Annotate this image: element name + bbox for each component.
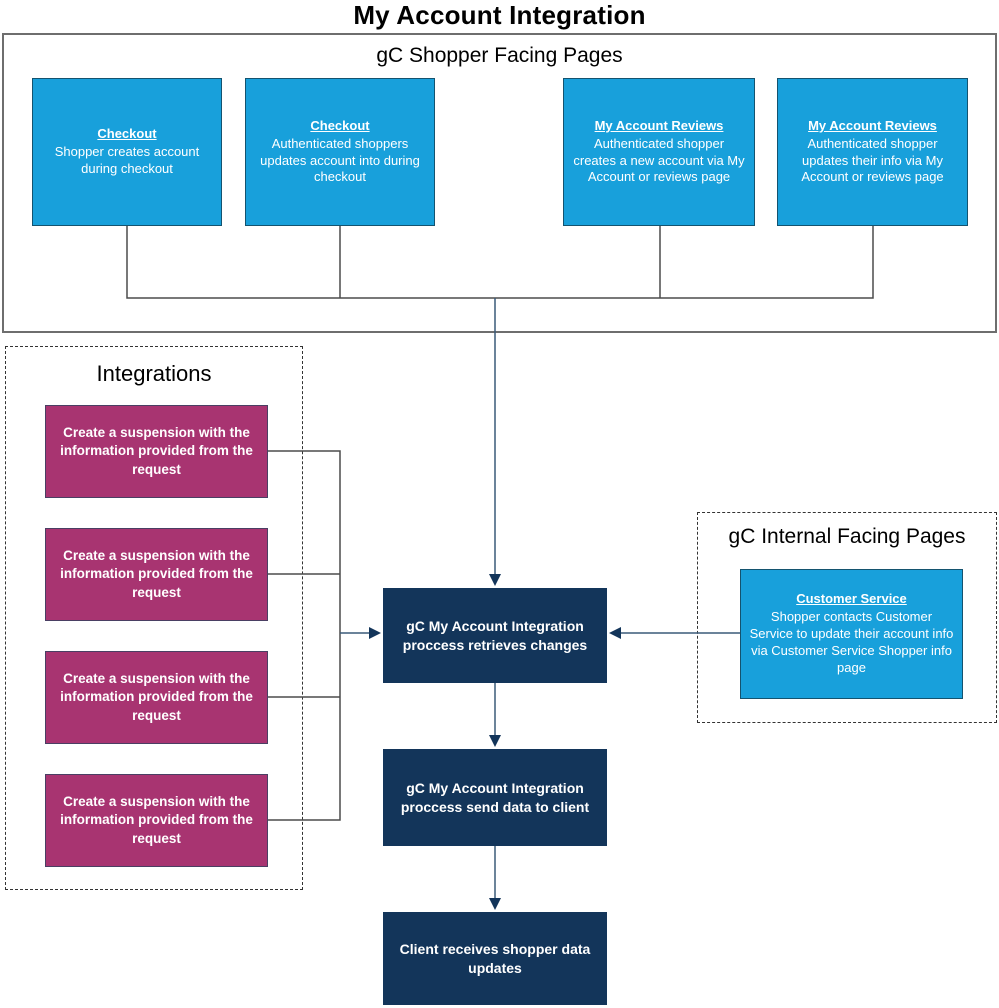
integration-suspension-node-2: Create a suspension with the information… bbox=[45, 528, 268, 621]
integrations-title: Integrations bbox=[96, 361, 212, 386]
client-receives-label: Client receives shopper data updates bbox=[399, 940, 591, 976]
integration-suspension-label-3: Create a suspension with the information… bbox=[60, 671, 253, 723]
checkout-update-heading: Checkout bbox=[310, 117, 370, 133]
process-retrieve-label: gC My Account Integration proccess retri… bbox=[402, 617, 588, 653]
internal-facing-pages-group: gC Internal Facing Pages bbox=[697, 512, 997, 723]
process-send-label: gC My Account Integration proccess send … bbox=[400, 779, 590, 815]
integration-suspension-label-2: Create a suspension with the information… bbox=[60, 548, 253, 600]
shopper-facing-pages-title: gC Shopper Facing Pages bbox=[376, 44, 623, 67]
internal-facing-pages-title: gC Internal Facing Pages bbox=[728, 525, 966, 548]
my-account-reviews-create-heading: My Account Reviews bbox=[594, 117, 724, 133]
arrowhead-down-client bbox=[489, 898, 501, 910]
customer-service-body: Shopper contacts Customer Service to upd… bbox=[749, 609, 954, 675]
arrowhead-down-retrieve bbox=[489, 574, 501, 586]
integration-suspension-label-1: Create a suspension with the information… bbox=[60, 425, 253, 477]
customer-service-heading: Customer Service bbox=[796, 591, 907, 607]
checkout-create-node: Checkout Shopper creates account during … bbox=[32, 78, 222, 226]
page-title: My Account Integration bbox=[353, 0, 646, 30]
process-retrieve-node: gC My Account Integration proccess retri… bbox=[383, 588, 607, 683]
process-send-node: gC My Account Integration proccess send … bbox=[383, 749, 607, 846]
checkout-create-body: Shopper creates account during checkout bbox=[54, 144, 200, 176]
checkout-update-body: Authenticated shoppers updates account i… bbox=[260, 135, 420, 185]
client-receives-node: Client receives shopper data updates bbox=[383, 912, 607, 1005]
checkout-create-heading: Checkout bbox=[97, 126, 157, 142]
my-account-reviews-update-body: Authenticated shopper updates their info… bbox=[801, 135, 944, 185]
integration-suspension-node-3: Create a suspension with the information… bbox=[45, 651, 268, 744]
my-account-reviews-update-node: My Account Reviews Authenticated shopper… bbox=[777, 78, 968, 226]
arrowhead-down-send bbox=[489, 735, 501, 747]
arrowhead-left-retrieve bbox=[609, 627, 621, 639]
integration-suspension-node-4: Create a suspension with the information… bbox=[45, 774, 268, 867]
customer-service-node: Customer Service Shopper contacts Custom… bbox=[740, 569, 963, 699]
my-account-reviews-update-heading: My Account Reviews bbox=[808, 117, 937, 133]
integration-suspension-node-1: Create a suspension with the information… bbox=[45, 405, 268, 498]
my-account-reviews-create-body: Authenticated shopper creates a new acco… bbox=[573, 135, 745, 185]
my-account-reviews-create-node: My Account Reviews Authenticated shopper… bbox=[563, 78, 755, 226]
arrowhead-right-retrieve bbox=[369, 627, 381, 639]
integration-suspension-label-4: Create a suspension with the information… bbox=[60, 794, 253, 846]
shopper-facing-pages-group: gC Shopper Facing Pages bbox=[2, 33, 997, 333]
checkout-update-node: Checkout Authenticated shoppers updates … bbox=[245, 78, 435, 226]
